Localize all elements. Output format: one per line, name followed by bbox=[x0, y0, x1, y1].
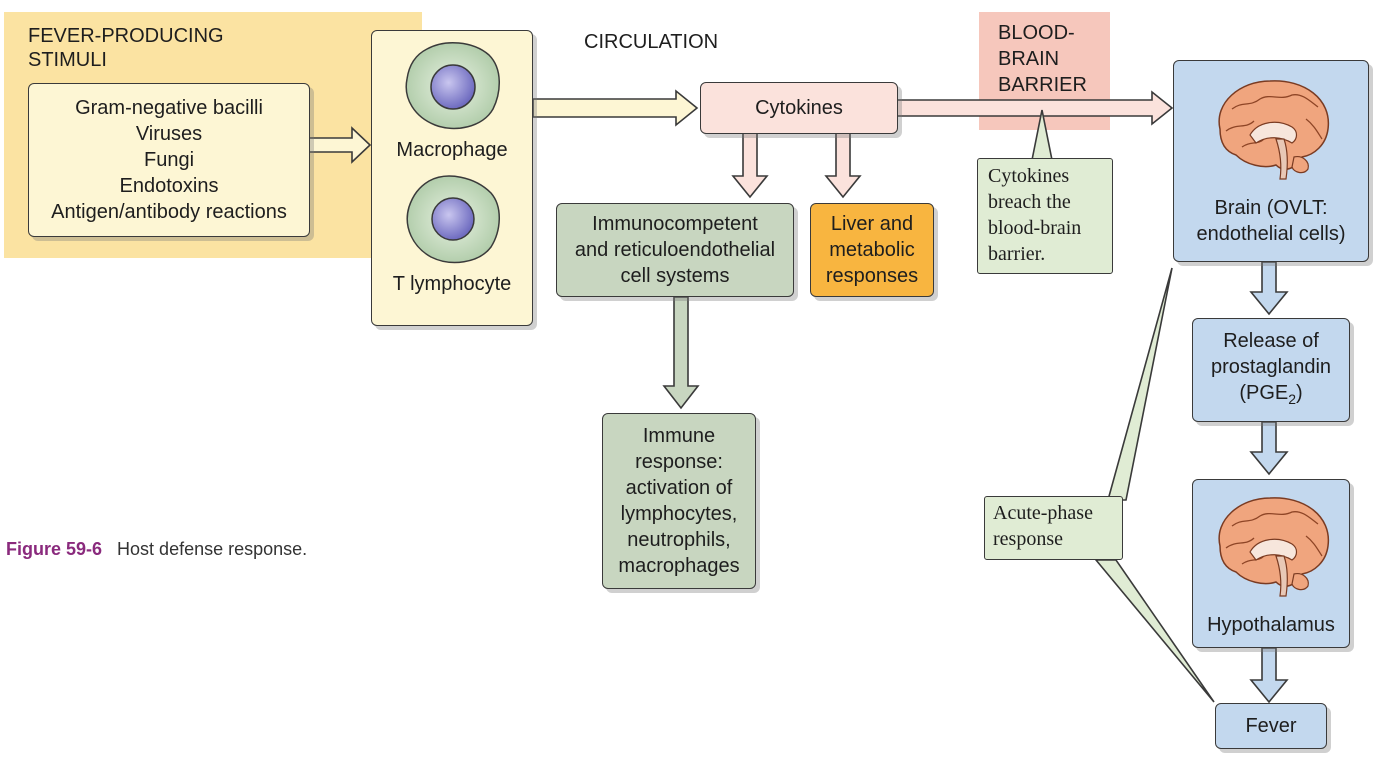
pge2-subscript: 2 bbox=[1288, 391, 1297, 407]
circulation-label: CIRCULATION bbox=[584, 31, 719, 53]
stimuli-list-box: Gram-negative bacilli Viruses Fungi Endo… bbox=[28, 83, 310, 237]
t-lymphocyte-label: T lymphocyte bbox=[392, 273, 512, 295]
macrophage-label: Macrophage bbox=[396, 139, 508, 161]
stimuli-item: Viruses bbox=[135, 123, 203, 145]
liver-line: metabolic bbox=[829, 239, 915, 261]
acute-phase-note: Acute-phase response bbox=[984, 496, 1123, 560]
acute-phase-line: Acute-phase bbox=[993, 502, 1093, 524]
pge2-label: (PGE2) bbox=[1239, 380, 1302, 412]
immune-response-line: Immune bbox=[642, 425, 716, 447]
brain-label-line: Brain (OVLT: bbox=[1214, 197, 1328, 219]
hypothalamus-brain-icon bbox=[1218, 497, 1330, 597]
prostaglandin-line: prostaglandin bbox=[1210, 356, 1332, 378]
liver-box: Liver and metabolic responses bbox=[810, 203, 934, 297]
breach-note-line: Cytokines bbox=[988, 165, 1070, 187]
immune-cells-box: Macrophage T lymphocyte bbox=[371, 30, 533, 326]
stimuli-item: Endotoxins bbox=[119, 175, 219, 197]
liver-line: Liver and bbox=[830, 213, 914, 235]
immune-response-box: Immune response: activation of lymphocyt… bbox=[602, 413, 756, 589]
immune-response-line: lymphocytes, bbox=[620, 503, 738, 525]
arrow-hypothalamus-to-fever bbox=[1249, 647, 1289, 704]
bbb-label-line: BRAIN bbox=[998, 48, 1060, 70]
immunocompetent-line: cell systems bbox=[620, 265, 730, 287]
pge2-close: ) bbox=[1296, 382, 1303, 404]
brain-box: Brain (OVLT: endothelial cells) bbox=[1173, 60, 1369, 262]
arrow-cytokines-to-liver bbox=[824, 132, 862, 199]
arrow-stimuli-to-cells bbox=[308, 126, 372, 164]
figure-caption: Figure 59-6 Host defense response. bbox=[6, 537, 307, 561]
callout-acute-to-fever bbox=[1094, 559, 1215, 703]
immune-response-line: activation of bbox=[625, 477, 733, 499]
breach-note-line: barrier. bbox=[988, 243, 1046, 265]
arrow-cells-to-cytokines bbox=[532, 89, 699, 127]
cytokines-label: Cytokines bbox=[755, 97, 843, 119]
stimuli-title: FEVER-PRODUCING STIMULI bbox=[28, 24, 224, 72]
arrow-prostaglandin-to-hypothalamus bbox=[1249, 421, 1289, 476]
immune-response-line: macrophages bbox=[618, 555, 740, 577]
arrow-cytokines-to-immunocompetent bbox=[731, 132, 769, 199]
hypothalamus-label: Hypothalamus bbox=[1207, 614, 1335, 636]
stimuli-item: Gram-negative bacilli bbox=[75, 97, 263, 119]
callout-acute-to-brain bbox=[1106, 267, 1173, 501]
immunocompetent-line: Immunocompetent bbox=[592, 213, 758, 235]
prostaglandin-line: Release of bbox=[1223, 330, 1319, 352]
hypothalamus-box: Hypothalamus bbox=[1192, 479, 1350, 648]
breach-note-line: breach the bbox=[988, 191, 1071, 213]
callout-bbb-pointer bbox=[1031, 109, 1053, 161]
macrophage-cell-icon bbox=[405, 42, 500, 130]
prostaglandin-box: Release of prostaglandin (PGE2) bbox=[1192, 318, 1350, 422]
fever-box: Fever bbox=[1215, 703, 1327, 749]
bbb-label-line: BARRIER bbox=[998, 74, 1087, 96]
immune-response-line: neutrophils, bbox=[627, 529, 731, 551]
acute-phase-line: response bbox=[993, 528, 1063, 550]
stimuli-item: Fungi bbox=[143, 149, 195, 171]
breach-note-line: blood-brain bbox=[988, 217, 1082, 239]
cytokines-box: Cytokines bbox=[700, 82, 898, 134]
pge2-open: (PGE bbox=[1239, 382, 1289, 404]
figure-caption-text: Host defense response. bbox=[117, 539, 308, 559]
arrow-immunocompetent-to-immune bbox=[662, 296, 700, 410]
bbb-label-line: BLOOD- bbox=[998, 22, 1075, 44]
stimuli-title-line: FEVER-PRODUCING bbox=[28, 25, 224, 47]
figure-label: Figure 59-6 bbox=[6, 539, 103, 559]
brain-icon bbox=[1218, 80, 1330, 180]
stimuli-item: Antigen/antibody reactions bbox=[51, 201, 287, 223]
immune-response-line: response: bbox=[635, 451, 723, 473]
t-lymphocyte-cell-icon bbox=[406, 175, 500, 264]
breach-note: Cytokines breach the blood-brain barrier… bbox=[977, 158, 1113, 274]
arrow-cytokines-to-brain bbox=[896, 90, 1174, 126]
bbb-label: BLOOD- BRAIN BARRIER bbox=[998, 20, 1087, 98]
fever-label: Fever bbox=[1245, 715, 1297, 737]
stimuli-title-line: STIMULI bbox=[28, 49, 107, 71]
immunocompetent-line: and reticuloendothelial bbox=[574, 239, 776, 261]
liver-line: responses bbox=[825, 265, 919, 287]
immunocompetent-box: Immunocompetent and reticuloendothelial … bbox=[556, 203, 794, 297]
arrow-brain-to-prostaglandin bbox=[1249, 261, 1289, 316]
brain-label-line: endothelial cells) bbox=[1196, 223, 1346, 245]
